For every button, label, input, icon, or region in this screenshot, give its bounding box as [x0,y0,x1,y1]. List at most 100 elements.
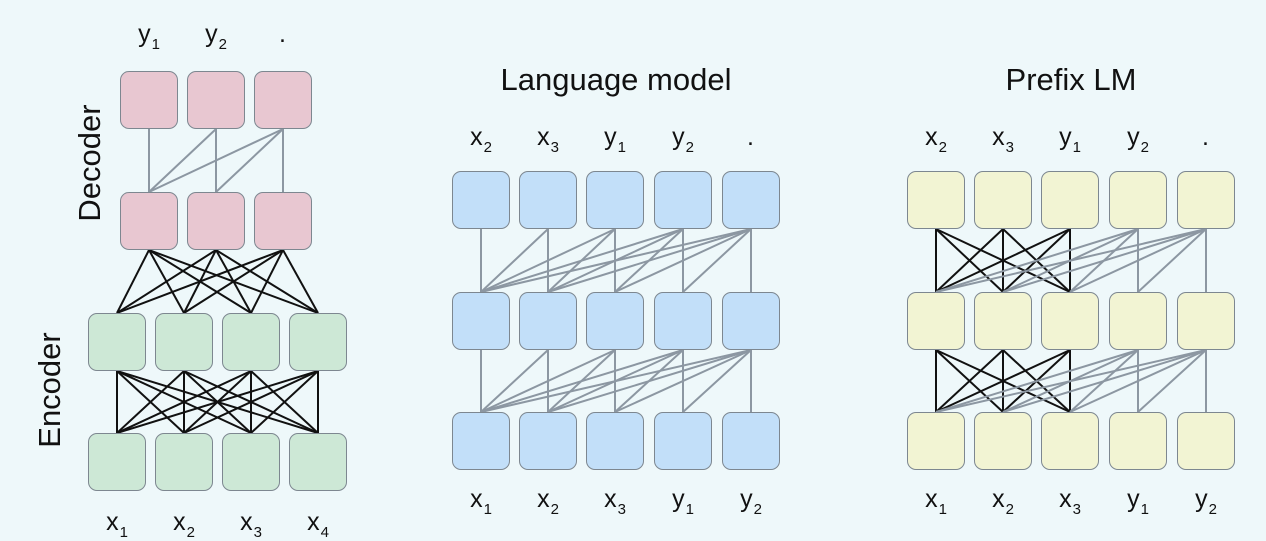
prefix_lm-node-row3 [1041,412,1099,470]
language_model-node-row3 [452,412,510,470]
decoder-output-label: . [279,20,286,48]
encoder-input-node [155,433,213,491]
prefix_lm-output-label: y2 [1127,123,1149,156]
language_model-causal-link [480,349,752,413]
decoder-output-node [254,71,312,129]
prefix_lm-input-label: y2 [1195,485,1217,518]
encoder-label: Encoder [32,332,67,448]
decoder-input-node [120,192,178,250]
decoder-label: Decoder [72,104,107,222]
prefix_lm-output-label: y1 [1059,123,1081,156]
prefix_lm-node-row3 [1177,412,1235,470]
prefix_lm-input-label: x2 [992,485,1014,518]
encoder-attention-link [116,370,319,434]
prefix_lm-output-label: . [1202,123,1209,151]
language_model-causal-link [614,349,752,413]
prefix_lm-node-row3 [1109,412,1167,470]
language_model-node-row1 [654,171,712,229]
decoder-output-node [187,71,245,129]
language_model-input-label: y1 [672,485,694,518]
prefix_lm-node-row2 [1041,292,1099,350]
encoder-attention-link [250,370,319,434]
decoder-input-node [187,192,245,250]
language_model-causal-link [480,228,752,293]
encoder-input-label: x4 [307,508,329,541]
prefix-lm-title: Prefix LM [1005,62,1137,97]
prefix_lm-causal-link [935,349,1207,413]
encoder-attention-link [183,370,319,434]
prefix_lm-node-row1 [907,171,965,229]
language_model-output-label: . [747,123,754,151]
decoder-causal-link [148,128,284,193]
language_model-node-row2 [654,292,712,350]
prefix_lm-node-row1 [1177,171,1235,229]
language_model-node-row1 [452,171,510,229]
language_model-causal-link [480,349,684,413]
encoder-hidden-node [88,313,146,371]
encoder-hidden-node [222,313,280,371]
language_model-causal-link [547,228,752,293]
language_model-causal-link [614,228,752,293]
prefix_lm-output-label: x2 [925,123,947,156]
language_model-output-label: y2 [672,123,694,156]
cross-attention-link [250,249,284,314]
prefix_lm-node-row2 [907,292,965,350]
encoder-input-node [88,433,146,491]
language_model-node-row1 [586,171,644,229]
encoder-input-label: x3 [240,508,262,541]
language_model-causal-link [682,349,752,413]
language-model-title: Language model [500,62,732,97]
prefix_lm-input-label: y1 [1127,485,1149,518]
language_model-output-label: x2 [470,123,492,156]
language_model-node-row2 [519,292,577,350]
language_model-input-label: y2 [740,485,762,518]
decoder-output-label: y1 [138,20,160,53]
prefix_lm-output-label: x3 [992,123,1014,156]
prefix_lm-node-row1 [1109,171,1167,229]
prefix_lm-prefix-link [935,228,1004,293]
language_model-node-row3 [519,412,577,470]
encoder-hidden-node [289,313,347,371]
prefix_lm-causal-link [1002,228,1207,293]
prefix_lm-causal-link [935,349,1139,413]
language_model-input-label: x1 [470,485,492,518]
language_model-node-row1 [722,171,780,229]
language_model-causal-link [480,228,616,293]
language_model-output-label: y1 [604,123,626,156]
prefix_lm-node-row2 [974,292,1032,350]
encoder-attention-link [116,370,185,434]
language_model-node-row2 [586,292,644,350]
prefix_lm-input-label: x3 [1059,485,1081,518]
encoder-input-label: x1 [106,508,128,541]
decoder-output-node [120,71,178,129]
decoder-causal-link [215,128,284,193]
prefix_lm-causal-link [1069,349,1207,413]
prefix_lm-causal-link [1137,228,1207,293]
encoder-attention-link [116,370,252,434]
prefix_lm-node-row3 [907,412,965,470]
language_model-node-row3 [654,412,712,470]
cross-attention-link [116,249,217,314]
language_model-node-row3 [722,412,780,470]
encoder-hidden-node [155,313,213,371]
prefix_lm-causal-link [1137,349,1207,413]
decoder-output-label: y2 [205,20,227,53]
prefix_lm-input-label: x1 [925,485,947,518]
language_model-node-row2 [722,292,780,350]
language_model-causal-link [480,228,684,293]
cross-attention-link [282,249,319,314]
prefix_lm-prefix-link [935,228,1071,293]
language_model-node-row1 [519,171,577,229]
encoder-input-node [289,433,347,491]
prefix_lm-node-row1 [1041,171,1099,229]
language_model-causal-link [480,349,616,413]
language_model-node-row2 [452,292,510,350]
language_model-causal-link [547,349,752,413]
decoder-input-node [254,192,312,250]
prefix_lm-causal-link [935,228,1139,293]
encoder-input-node [222,433,280,491]
prefix_lm-node-row3 [974,412,1032,470]
prefix_lm-causal-link [935,228,1207,293]
